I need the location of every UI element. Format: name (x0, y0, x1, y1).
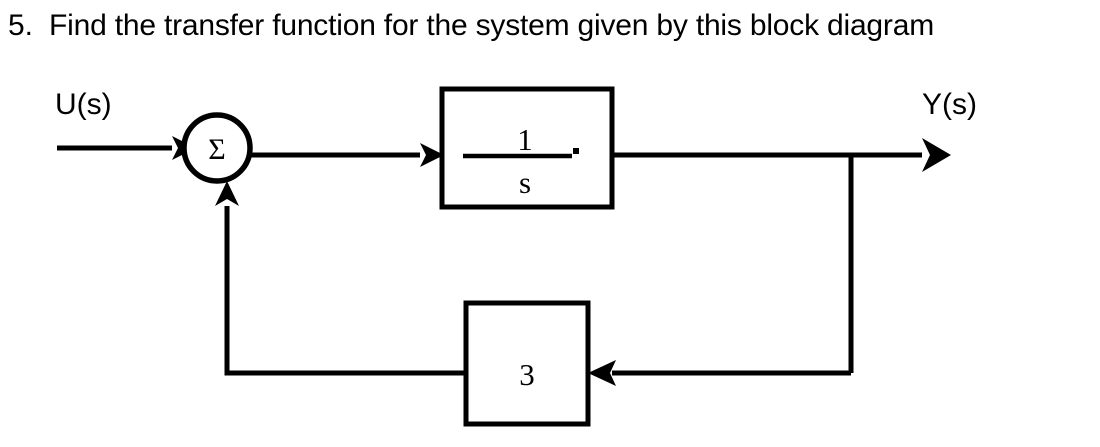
summing-junction-symbol: Σ (208, 133, 225, 166)
error-wire (250, 143, 444, 167)
integrator-numerator: 1 (517, 122, 533, 157)
feedback-into-sum-arrowhead (215, 181, 239, 206)
feedback-wire-right (588, 360, 851, 386)
error-arrowhead (420, 143, 444, 167)
summing-junction: Σ (181, 112, 253, 184)
integrator-block: 1 s (439, 86, 615, 210)
question-header: 5. Find the transfer function for the sy… (8, 8, 1088, 54)
feedback-arrowhead (588, 360, 616, 386)
trailing-dot-mark (573, 148, 579, 154)
input-signal-label: U(s) (55, 88, 112, 121)
question-prompt: Find the transfer function for the syste… (49, 9, 934, 42)
feedback-gain-block: 3 (463, 300, 591, 427)
feedback-gain-value: 3 (519, 357, 535, 392)
block-diagram-svg: U(s) Y(s) Σ 1 s (55, 86, 977, 427)
output-arrowhead (922, 138, 951, 172)
block-diagram: U(s) Y(s) Σ 1 s (0, 56, 1100, 447)
output-signal-label: Y(s) (922, 88, 977, 121)
integrator-denominator: s (519, 165, 531, 200)
question-number: 5. (8, 9, 34, 42)
output-wire (612, 138, 951, 172)
feedback-wire-left (215, 181, 466, 376)
input-wire (57, 136, 196, 160)
